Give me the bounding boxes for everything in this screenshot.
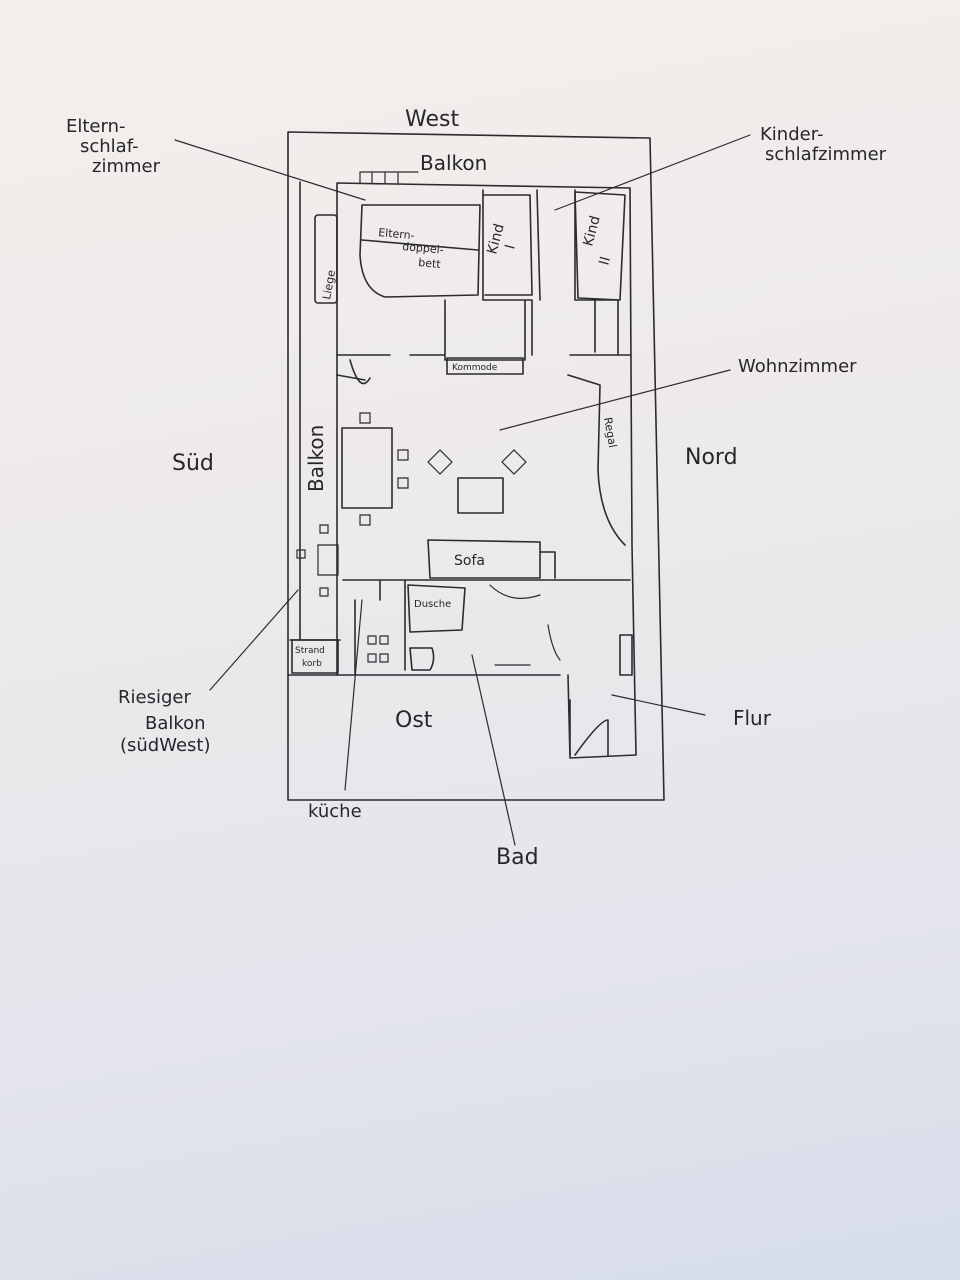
- label-flur: Flur: [733, 706, 772, 730]
- label-balkon-riesig-1: Riesiger: [118, 687, 191, 708]
- outer-frame: [287, 131, 665, 801]
- plan-kommode: Kommode: [452, 363, 498, 373]
- plan-dusche: Dusche: [414, 599, 451, 610]
- top-balcony-marks: [359, 171, 419, 184]
- plan-kind-1-num: I: [502, 243, 519, 251]
- dining-table: [341, 427, 393, 509]
- compass-east: Ost: [395, 708, 433, 733]
- kind-2-bed: [574, 191, 626, 301]
- coffee-table: [457, 477, 504, 514]
- chairs: [359, 412, 527, 526]
- kind-1-bed: [482, 194, 533, 296]
- compass-south: Süd: [172, 451, 214, 476]
- plan-strandkorb-1: Strand: [295, 646, 325, 656]
- double-bed: [359, 204, 481, 298]
- toilet: [409, 647, 435, 671]
- plan-doppelbett-3: bett: [418, 256, 442, 271]
- bedroom-walls: [336, 189, 631, 361]
- label-eltern-1: Eltern-: [66, 116, 126, 137]
- kitchen-walls: [342, 579, 569, 676]
- label-balkon-riesig-2: Balkon: [145, 713, 206, 734]
- label-balkon-riesig-3: (südWest): [120, 735, 211, 756]
- plan-balkon-top: Balkon: [420, 151, 487, 175]
- living-room-walls: [336, 359, 626, 546]
- label-kinder-1: Kinder-: [760, 124, 823, 145]
- sofa: [427, 539, 556, 579]
- plan-doppelbett-2: doppel-: [402, 240, 444, 257]
- plan-strandkorb-2: korb: [302, 659, 322, 669]
- plan-liege: Liege: [320, 269, 338, 301]
- label-kinder-2: schlafzimmer: [765, 144, 887, 165]
- kommode: [446, 357, 524, 375]
- label-eltern-2: schlaf-: [80, 136, 139, 157]
- compass-north: Nord: [685, 445, 738, 470]
- plan-regal: Regal: [601, 416, 619, 448]
- side-balcony-furniture: [296, 524, 339, 597]
- label-eltern-3: zimmer: [92, 156, 161, 177]
- label-wohnzimmer: Wohnzimmer: [738, 356, 857, 377]
- liege: [314, 214, 338, 304]
- plan-balkon-side: Balkon: [304, 425, 328, 492]
- pointer-lines: [174, 134, 751, 846]
- plan-kind-2: Kind: [580, 214, 603, 248]
- house-walls: [336, 182, 637, 759]
- label-bad: Bad: [496, 845, 539, 870]
- plan-doppelbett-1: Eltern-: [378, 226, 415, 242]
- dusche: [407, 584, 466, 633]
- flur-walls: [567, 579, 633, 756]
- strandkorb: [291, 639, 339, 674]
- bad-fixtures: [367, 584, 561, 666]
- plan-kind-1: Kind: [484, 222, 507, 256]
- label-kueche: küche: [308, 801, 362, 822]
- compass-west: West: [405, 107, 459, 132]
- plan-sofa: Sofa: [454, 553, 485, 569]
- plan-kind-2-num: II: [596, 255, 614, 267]
